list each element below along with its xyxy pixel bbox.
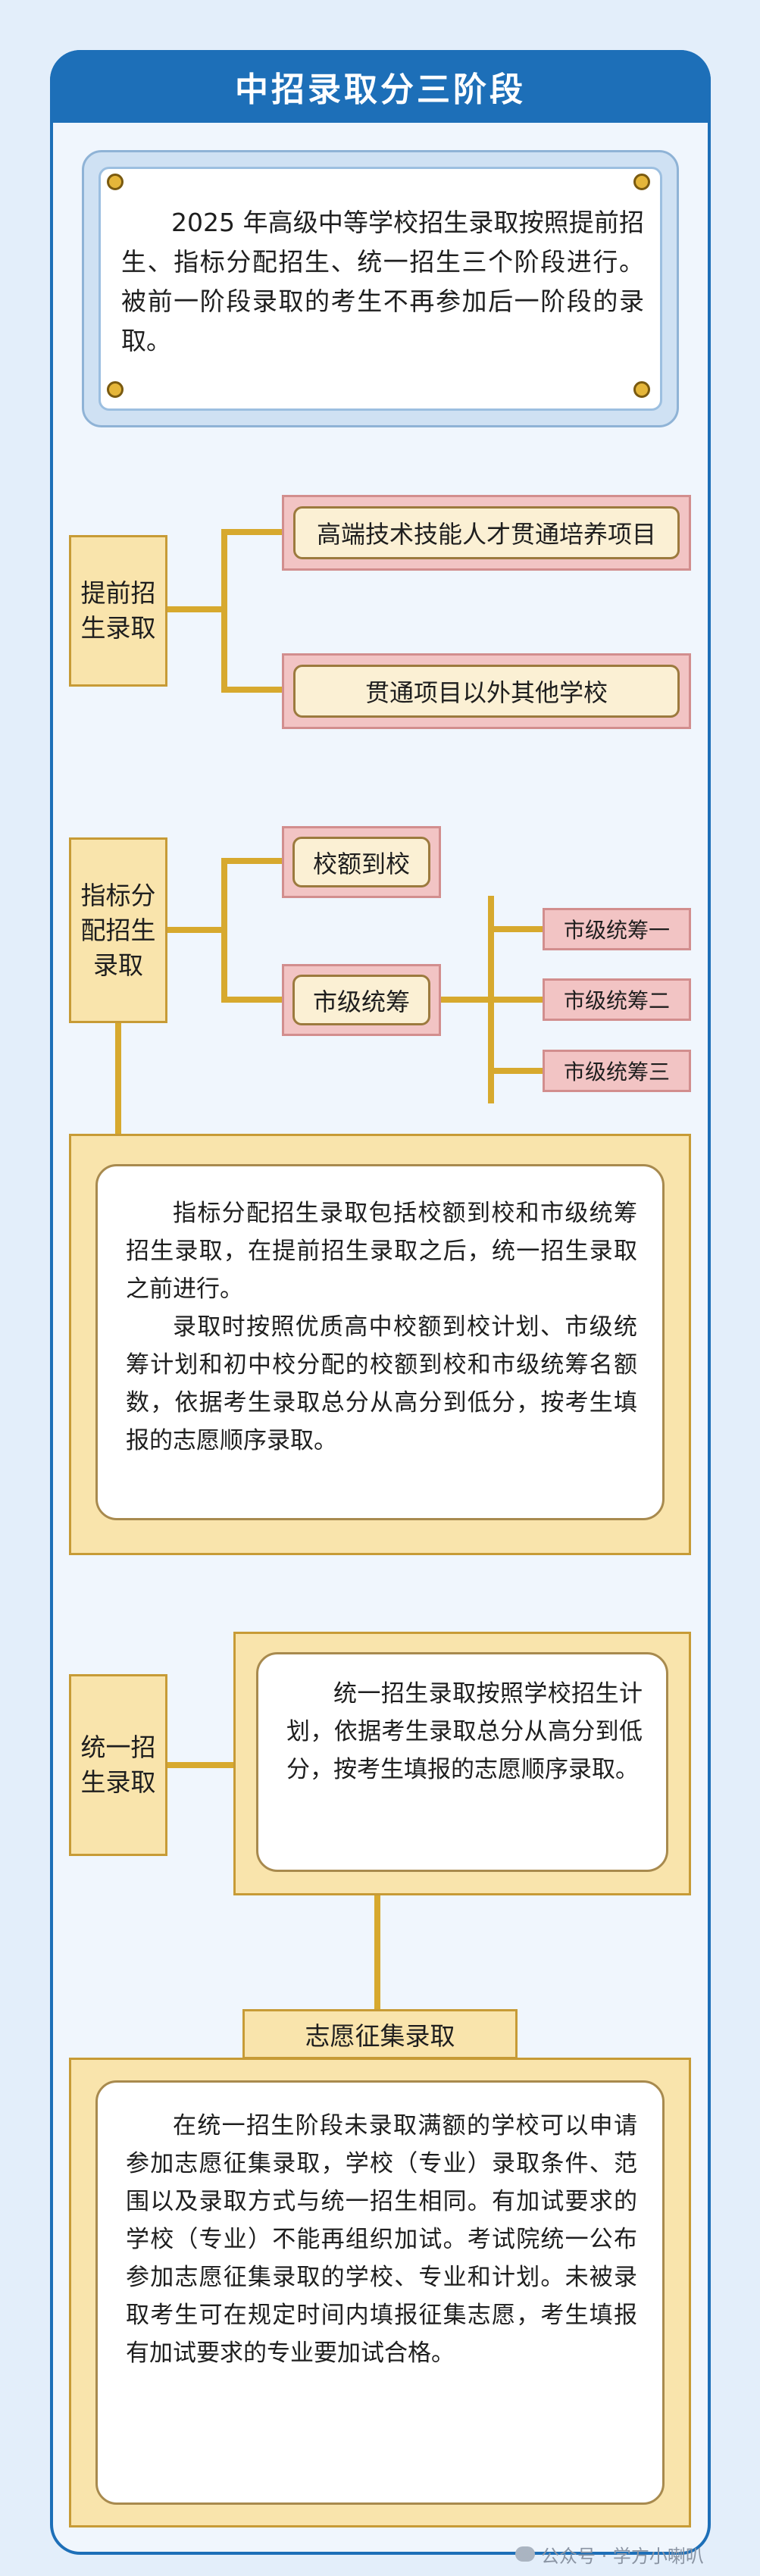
connector-line <box>167 1762 240 1768</box>
unified-description-card <box>256 1652 668 1872</box>
connector-line <box>221 529 227 693</box>
option-other-schools: 贯通项目以外其他学校 <box>293 665 680 718</box>
connector-line <box>488 1068 543 1074</box>
supplementary-description: 在统一招生阶段未录取满额的学校可以申请参加志愿征集录取，学校（专业）录取条件、范… <box>126 2112 637 2367</box>
unified-description: 统一招生录取按照学校招生计划，依据考生录取总分从高分到低分，按考生填报的志愿顺序… <box>286 1680 643 1783</box>
watermark: 公众号 · 学方小喇叭 <box>515 2539 743 2569</box>
wechat-icon <box>515 2546 535 2562</box>
connector-line <box>441 997 494 1003</box>
connector-line <box>221 687 282 693</box>
pin-icon <box>633 174 650 190</box>
stage-advance-label: 提前招生录取 <box>69 535 167 687</box>
pin-icon <box>107 381 124 398</box>
quota-description-card <box>95 1164 665 1520</box>
stage-unified-label: 统一招生录取 <box>69 1674 167 1856</box>
connector-line <box>167 927 227 933</box>
connector-line <box>221 529 282 535</box>
option-city-coordination: 市级统筹 <box>292 975 430 1025</box>
connector-line <box>488 997 543 1003</box>
connector-line <box>374 1895 380 2009</box>
watermark-text: 公众号 · 学方小喇叭 <box>541 2545 704 2567</box>
pin-icon <box>107 174 124 190</box>
connector-line <box>115 1023 121 1135</box>
stage-supplementary-label: 志愿征集录取 <box>242 2009 518 2059</box>
intro-text: 2025 年高级中等学校招生录取按照提前招生、指标分配招生、统一招生三个阶段进行… <box>121 208 644 355</box>
pin-icon <box>633 381 650 398</box>
quota-description-p1: 指标分配招生录取包括校额到校和市级统筹招生录取，在提前招生录取之后，统一招生录取… <box>126 1200 637 1303</box>
option-pathway-program: 高端技术技能人才贯通培养项目 <box>293 506 680 559</box>
supplementary-description-card <box>95 2080 665 2505</box>
quota-description-p2: 录取时按照优质高中校额到校计划、市级统筹计划和初中校分配的校额到校和市级统筹名额… <box>126 1313 637 1454</box>
intro-notice-paper <box>99 167 662 411</box>
connector-line <box>221 858 227 1003</box>
connector-line <box>488 926 543 932</box>
page-title: 中招录取分三阶段 <box>50 50 711 123</box>
sub-option-city-3: 市级统筹三 <box>543 1050 691 1092</box>
sub-option-city-2: 市级统筹二 <box>543 978 691 1021</box>
sub-option-city-1: 市级统筹一 <box>543 908 691 950</box>
connector-line <box>221 858 282 864</box>
connector-line <box>167 606 227 612</box>
connector-line <box>221 997 282 1003</box>
option-school-quota: 校额到校 <box>292 837 430 887</box>
stage-quota-label: 指标分配招生录取 <box>69 837 167 1023</box>
